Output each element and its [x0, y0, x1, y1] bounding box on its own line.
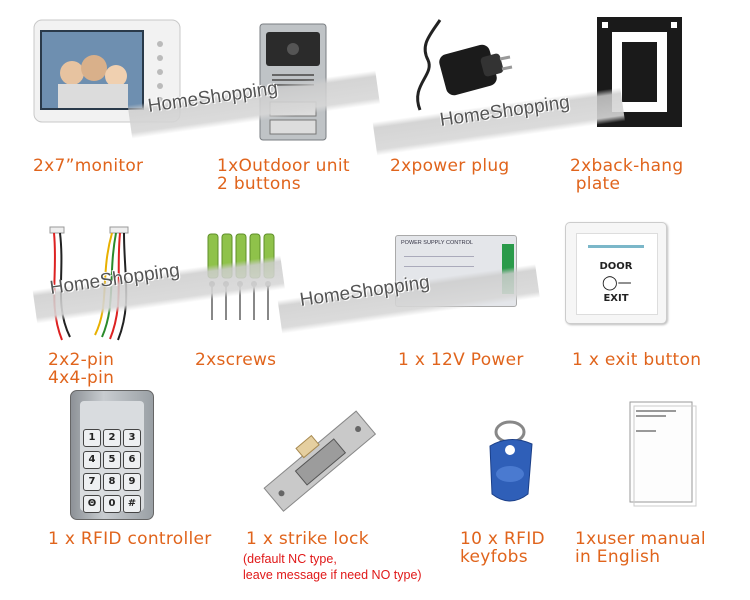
keypad-key: 9 — [123, 473, 141, 491]
keypad-key: 5 — [103, 451, 121, 469]
power-plug-image — [416, 19, 513, 111]
label-power-plug: 2xpower plug — [390, 156, 510, 176]
keypad-key: 7 — [83, 473, 101, 491]
keypad-key: # — [123, 495, 141, 513]
strike-lock-image — [263, 410, 377, 512]
keypad-key: Θ — [83, 495, 101, 513]
user-manual-image — [629, 401, 697, 507]
label-rfid-controller: 1 x RFID controller — [48, 529, 212, 549]
exit-button-line2: EXIT — [603, 293, 629, 304]
label-keyfobs: 10 x RFID keyfobs — [460, 529, 545, 567]
label-strike-lock: 1 x strike lock — [246, 529, 369, 549]
keypad-key: 6 — [123, 451, 141, 469]
label-screws: 2xscrews — [195, 350, 277, 370]
exit-button-line1: DOOR — [599, 261, 633, 272]
keypad-key: 4 — [83, 451, 101, 469]
label-power-supply: 1 x 12V Power — [398, 350, 524, 370]
exit-button-image: DOOR ◯— EXIT — [565, 222, 667, 324]
key-icon: ◯— — [602, 275, 632, 291]
power-box-title: POWER SUPPLY CONTROL — [401, 240, 473, 246]
label-monitor: 2x7”monitor — [33, 156, 144, 176]
note-strike-lock: (default NC type, leave message if need … — [243, 552, 422, 582]
keypad-key: 0 — [103, 495, 121, 513]
label-user-manual: 1xuser manual in English — [575, 529, 706, 567]
label-wires: 2x2-pin 4x4-pin — [48, 350, 115, 388]
keyfob-image — [489, 420, 533, 502]
keypad-key: 1 — [83, 429, 101, 447]
label-exit-button: 1 x exit button — [572, 350, 702, 370]
monitor-image — [33, 19, 181, 123]
keypad-key: 8 — [103, 473, 121, 491]
label-outdoor-unit: 1xOutdoor unit 2 buttons — [217, 156, 350, 194]
label-back-hang-plate: 2xback-hang plate — [570, 156, 684, 194]
keypad-key: 3 — [123, 429, 141, 447]
keypad-key: 2 — [103, 429, 121, 447]
